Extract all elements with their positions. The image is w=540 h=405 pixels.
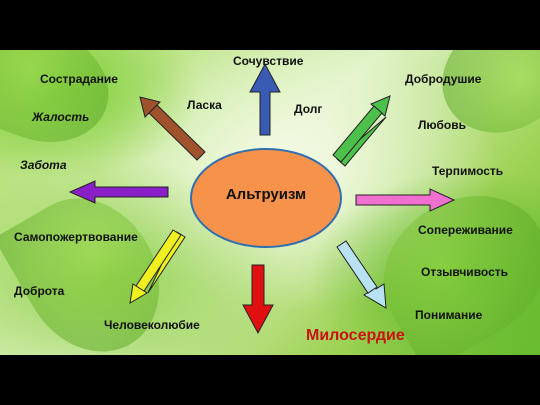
arrow-right (355, 188, 456, 212)
label-otzyvchivost: Отзывчивость (421, 265, 509, 279)
label-sostradanie: Сострадание (40, 72, 118, 86)
label-laska: Ласка (187, 98, 222, 112)
label-soperezhivanie: Сопереживание (418, 223, 513, 237)
arrow-down (242, 264, 274, 335)
label-chelovekolyubie: Человеколюбие (104, 318, 200, 332)
label-terpimost: Терпимость (432, 164, 504, 178)
center-label: Альтруизм (225, 186, 307, 203)
arrow-down-right-body (336, 240, 378, 294)
label-zabota: Забота (20, 158, 67, 172)
label-sochuvstvie: Сочувствие (233, 54, 304, 68)
arrow-down-left-body (135, 229, 182, 292)
label-lyubov: Любовь (418, 118, 467, 132)
arrow-up (249, 62, 281, 136)
label-dobrota: Доброта (14, 284, 65, 298)
arrow-up-left-body (148, 104, 206, 161)
arrow-left (68, 180, 169, 204)
label-miloserdie: Милосердие (306, 327, 405, 344)
label-dobrodushie: Добродушие (405, 72, 482, 86)
label-dolg: Долг (294, 102, 323, 116)
label-zhalost: Жалость (32, 110, 90, 124)
label-samopozhertvovanie: Самопожертвование (14, 230, 138, 244)
arrow-up-right-body (332, 105, 383, 163)
center-ellipse (190, 148, 342, 248)
label-ponimanie: Понимание (415, 308, 483, 322)
